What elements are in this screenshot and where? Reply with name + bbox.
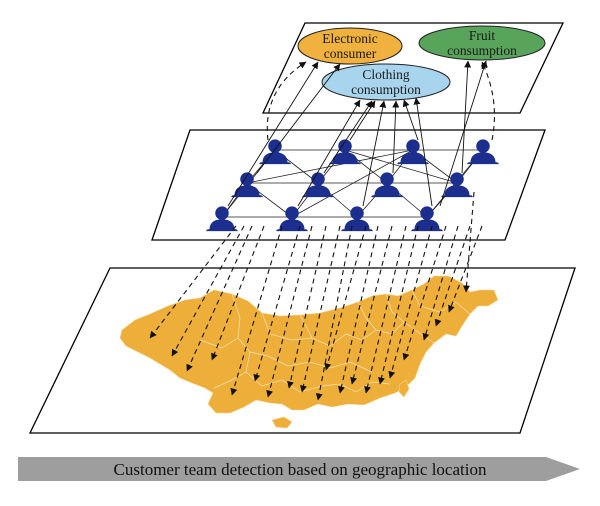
group-link-arrow: [323, 100, 373, 174]
map-link-arrow: [463, 191, 475, 293]
map-link-arrow: [402, 225, 447, 361]
hainan-island: [271, 416, 293, 429]
fruit-consumption-group: Fruit consumption: [418, 25, 546, 61]
province-borders: [199, 289, 471, 393]
map-link-arrow: [266, 225, 313, 398]
electronic-consumer-label-line2: consumer: [324, 46, 377, 61]
map-link-arrow: [364, 225, 407, 394]
group-link-arrow: [392, 100, 400, 174]
fruit-consumption-node: [418, 25, 546, 61]
banner-arrow: Customer team detection based on geograp…: [18, 457, 580, 481]
group-link-dashed-arrow: [266, 61, 307, 141]
electronic-consumer-group: Electronic consumer: [297, 27, 403, 65]
group-link-arrow: [297, 99, 361, 207]
group-link-arrow: [256, 63, 341, 174]
banner-text: Customer team detection based on geograp…: [114, 460, 487, 479]
map-link-arrow: [422, 225, 459, 341]
clothing-consumption-label-line2: consumption: [351, 82, 421, 97]
user-to-group-arrows: [227, 60, 496, 207]
group-link-dashed-arrow: [481, 61, 496, 141]
clothing-consumption-label-line1: Clothing: [362, 67, 410, 82]
fruit-consumption-label-line2: consumption: [447, 43, 517, 58]
map-link-arrow: [171, 225, 245, 357]
banner-arrow-shape: [18, 457, 580, 481]
group-link-arrow: [227, 61, 319, 207]
group-link-arrow: [413, 97, 433, 207]
clothing-consumption-group: Clothing consumption: [321, 63, 451, 101]
network-edges: [221, 149, 484, 218]
group-link-arrow: [349, 100, 376, 141]
taiwan-island: [398, 379, 410, 398]
map-link-arrow: [448, 225, 483, 313]
group-link-arrow: [461, 60, 472, 174]
map-link-arrow: [230, 225, 283, 396]
map-link-arrow: [338, 225, 379, 394]
group-link-arrow: [362, 100, 387, 207]
group-link-arrow: [439, 60, 488, 207]
map-link-arrow: [300, 225, 341, 393]
map-link-arrow: [149, 225, 237, 339]
map-link-arrow: [378, 225, 419, 385]
map-link-arrow: [287, 225, 327, 389]
electronic-consumer-node: [297, 27, 403, 65]
map-link-arrow: [315, 225, 353, 401]
map-link-arrow: [350, 225, 393, 385]
clothing-consumption-node: [321, 63, 451, 101]
map-link-arrow: [211, 225, 265, 361]
electronic-consumer-label-line1: Electronic: [322, 31, 377, 46]
group-link-arrow: [402, 99, 419, 141]
fruit-consumption-label-line1: Fruit: [469, 28, 496, 43]
map-to-user-arrows: [149, 191, 483, 401]
user-network-plane: [151, 129, 546, 241]
map-link-arrow: [324, 225, 367, 371]
